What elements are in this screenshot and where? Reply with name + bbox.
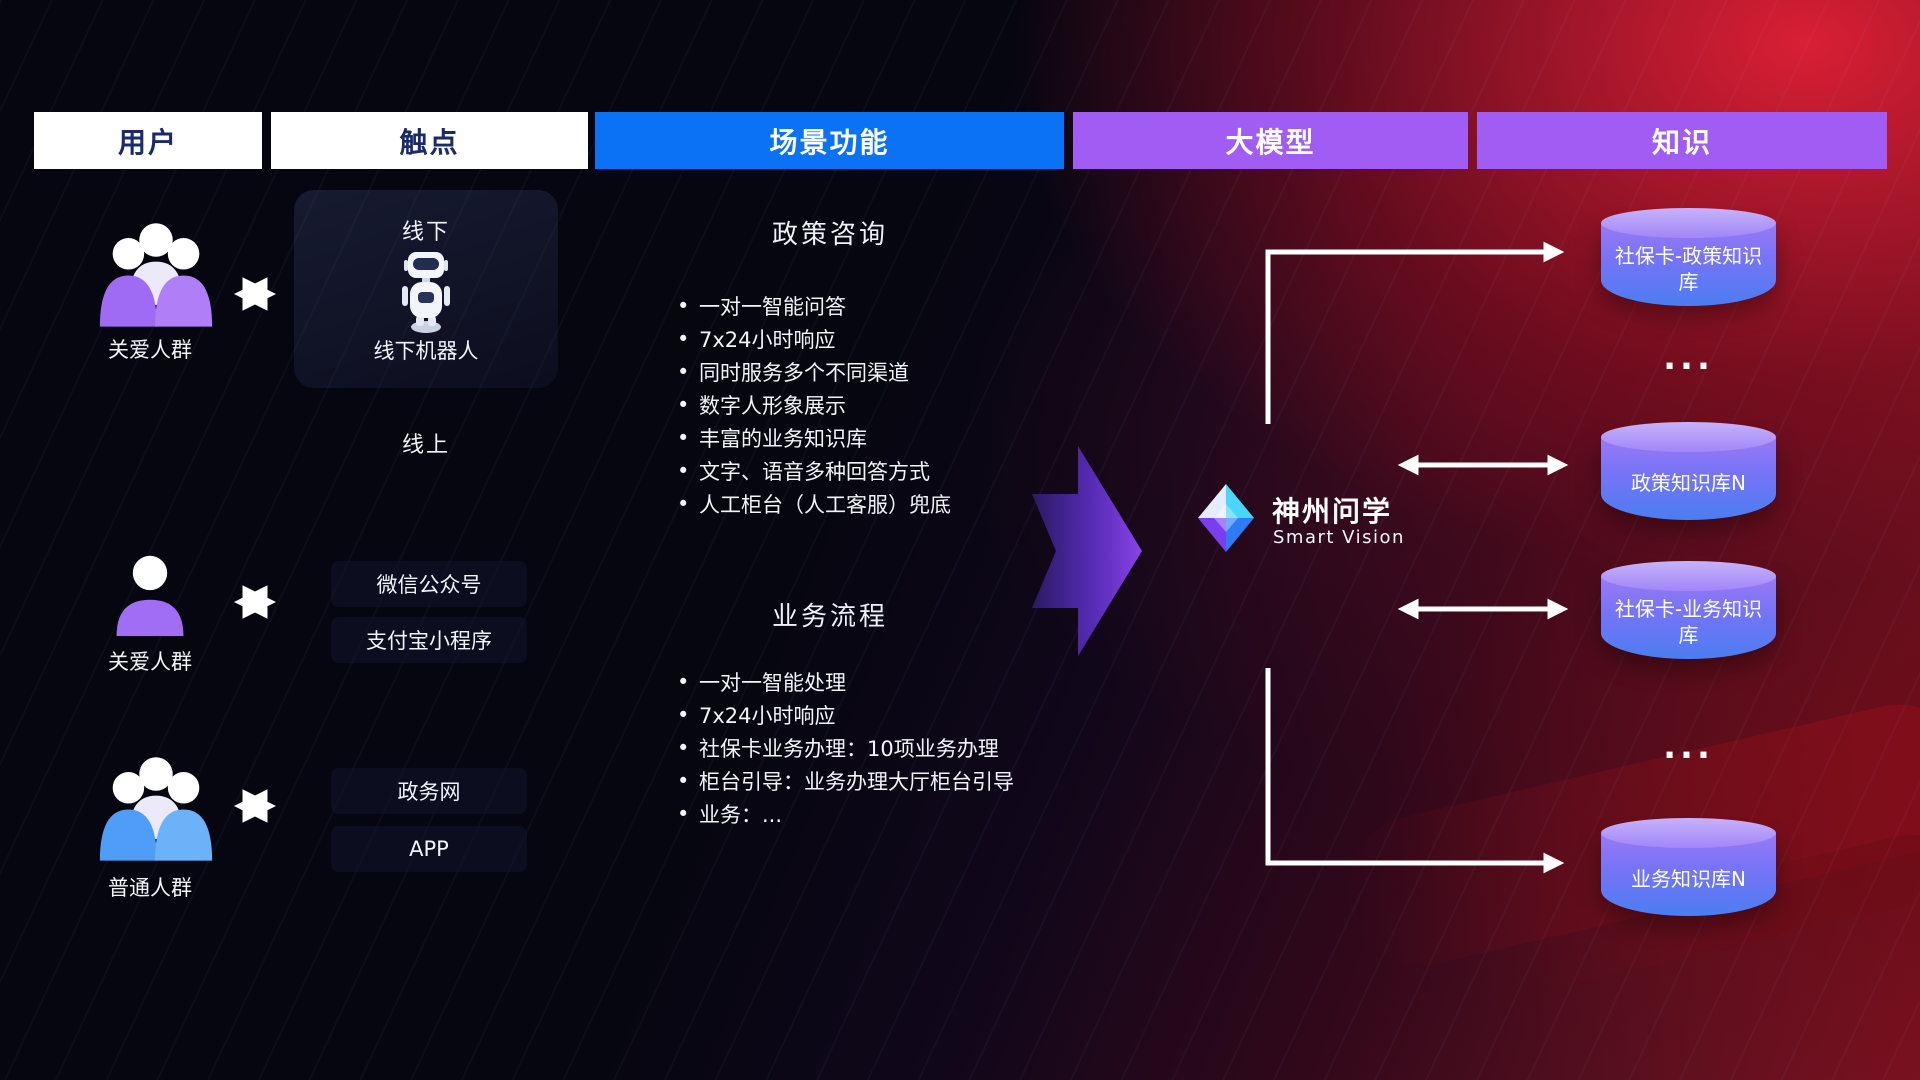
bullet-icon: [677, 769, 699, 793]
list-item-text: 丰富的业务知识库: [699, 426, 867, 451]
scenario-title-business: 业务流程: [771, 602, 888, 632]
channel-gov-web: 政务网: [331, 768, 527, 814]
list-item-text: 数字人形象展示: [699, 393, 846, 418]
header-column-model: 大模型: [1073, 112, 1468, 169]
bullet-icon: [677, 703, 699, 727]
list-item: 文字、语音多种回答方式: [677, 454, 951, 487]
group-icon: [99, 757, 213, 861]
ellipsis: ...: [1663, 338, 1714, 378]
bullet-icon: [677, 670, 699, 694]
list-item: 一对一智能处理: [677, 665, 1014, 698]
knowledge-db-1: 社保卡-政策知识库: [1601, 208, 1776, 306]
bullet-icon: [677, 360, 699, 384]
knowledge-db-3: 社保卡-业务知识库: [1601, 561, 1776, 659]
bullet-icon: [677, 393, 699, 417]
person-icon: [116, 555, 184, 637]
offline-robot-label: 线下机器人: [373, 339, 479, 363]
business-bullet-list: 一对一智能处理 7x24小时响应 社保卡业务办理：10项业务办理 柜台引导：业务…: [677, 665, 1014, 830]
database-icon: [1601, 422, 1776, 452]
bullet-icon: [677, 426, 699, 450]
knowledge-db-4: 业务知识库N: [1601, 818, 1776, 916]
flow-arrow-icon: [1032, 446, 1142, 656]
bullet-icon: [677, 294, 699, 318]
database-icon: [1601, 208, 1776, 238]
list-item-text: 一对一智能处理: [699, 670, 846, 695]
list-item: 社保卡业务办理：10项业务办理: [677, 731, 1014, 764]
diamond-logo-icon: [1198, 484, 1254, 552]
list-item: 同时服务多个不同渠道: [677, 355, 951, 388]
list-item-text: 人工柜台（人工客服）兜底: [699, 492, 951, 517]
database-label: 政策知识库N: [1631, 471, 1746, 495]
bullet-icon: [677, 459, 699, 483]
channel-wechat: 微信公众号: [331, 561, 527, 607]
database-icon: [1601, 818, 1776, 848]
user-ordinary-label: 普通人群: [108, 876, 192, 900]
list-item: 业务：...: [677, 797, 1014, 830]
list-item: 丰富的业务知识库: [677, 421, 951, 454]
knowledge-db-2: 政策知识库N: [1601, 422, 1776, 520]
list-item: 7x24小时响应: [677, 322, 951, 355]
bullet-icon: [677, 492, 699, 516]
database-label: 社保卡-政策知识库: [1614, 244, 1763, 294]
list-item-text: 7x24小时响应: [699, 327, 836, 352]
online-title: 线上: [401, 433, 450, 458]
list-item-text: 社保卡业务办理：10项业务办理: [699, 736, 999, 761]
offline-title: 线下: [401, 220, 450, 245]
header-column-scenarios: 场景功能: [595, 112, 1064, 169]
list-item-text: 业务：...: [699, 802, 783, 827]
list-item-text: 一对一智能问答: [699, 294, 846, 319]
channel-alipay: 支付宝小程序: [331, 617, 527, 663]
header-column-knowledge: 知识: [1477, 112, 1887, 169]
model-subtitle: Smart Vision: [1273, 527, 1405, 548]
list-item: 一对一智能问答: [677, 289, 951, 322]
header-column-touchpoints: 触点: [271, 112, 588, 169]
list-item-text: 文字、语音多种回答方式: [699, 459, 930, 484]
list-item-text: 7x24小时响应: [699, 703, 836, 728]
bullet-icon: [677, 802, 699, 826]
list-item: 7x24小时响应: [677, 698, 1014, 731]
header-column-users: 用户: [34, 112, 262, 169]
robot-icon: [402, 252, 450, 333]
user-group-label: 关爱人群: [108, 338, 192, 362]
list-item: 人工柜台（人工客服）兜底: [677, 487, 951, 520]
database-icon: [1601, 561, 1776, 591]
list-item-text: 同时服务多个不同渠道: [699, 360, 909, 385]
list-item-text: 柜台引导：业务办理大厅柜台引导: [699, 769, 1014, 794]
list-item: 数字人形象展示: [677, 388, 951, 421]
scenario-title-policy: 政策咨询: [771, 220, 888, 250]
channel-app: APP: [331, 826, 527, 872]
database-label: 社保卡-业务知识库: [1614, 597, 1763, 647]
user-single-label: 关爱人群: [108, 650, 192, 674]
list-item: 柜台引导：业务办理大厅柜台引导: [677, 764, 1014, 797]
bullet-icon: [677, 736, 699, 760]
bullet-icon: [677, 327, 699, 351]
ellipsis: ...: [1663, 727, 1714, 767]
arrow-model-to-db1: [1265, 241, 1565, 424]
policy-bullet-list: 一对一智能问答 7x24小时响应 同时服务多个不同渠道 数字人形象展示 丰富的业…: [677, 289, 951, 520]
database-label: 业务知识库N: [1631, 867, 1746, 891]
group-icon: [99, 223, 213, 327]
model-name: 神州问学: [1272, 495, 1393, 528]
